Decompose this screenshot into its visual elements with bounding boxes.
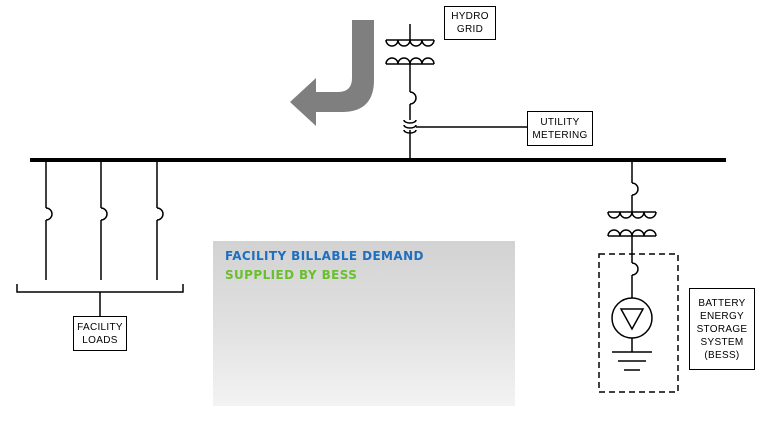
bess-line-3: STORAGE [696, 323, 748, 335]
facility-loads-label: FACILITY LOADS [73, 316, 127, 351]
bess-line-2: ENERGY [699, 310, 745, 322]
facility-loads-line-2: LOADS [82, 334, 118, 346]
battery-source-icon [611, 297, 653, 352]
bess-line-1: BATTERY [698, 297, 746, 309]
power-flow-arrow-icon [290, 20, 374, 126]
loads-bracket [16, 284, 184, 316]
bess-line-4: SYSTEM [700, 336, 744, 348]
grid-breaker-icon [409, 84, 417, 114]
bess-enclosure [598, 253, 679, 393]
hydro-grid-line-2: GRID [456, 24, 484, 35]
bess-line-5: (BESS) [704, 349, 740, 361]
bess-breaker-icon [631, 262, 639, 298]
demand-panel: FACILITY BILLABLE DEMAND SUPPLIED BY BES… [213, 241, 515, 406]
utility-metering-line-2: METERING [532, 129, 588, 141]
load-feeder-3 [156, 160, 164, 280]
ground-icon [612, 351, 652, 371]
load-feeder-1 [45, 160, 53, 280]
grid-transformer-icon [385, 24, 435, 84]
demand-title: FACILITY BILLABLE DEMAND [225, 249, 424, 263]
facility-loads-line-1: FACILITY [77, 321, 123, 333]
hydro-grid-line-1: HYDRO [451, 11, 489, 22]
bess-label: BATTERY ENERGY STORAGE SYSTEM (BESS) [689, 288, 755, 370]
demand-subtitle: SUPPLIED BY BESS [225, 268, 358, 282]
bess-transformer-icon [607, 211, 657, 263]
load-feeder-2 [100, 160, 108, 280]
utility-metering-label: UTILITY METERING [527, 111, 593, 146]
utility-metering-line-1: UTILITY [540, 116, 580, 128]
bess-feeder [631, 160, 639, 212]
metering-ct-icon [403, 114, 527, 160]
hydro-grid-label: HYDRO GRID [444, 6, 496, 40]
